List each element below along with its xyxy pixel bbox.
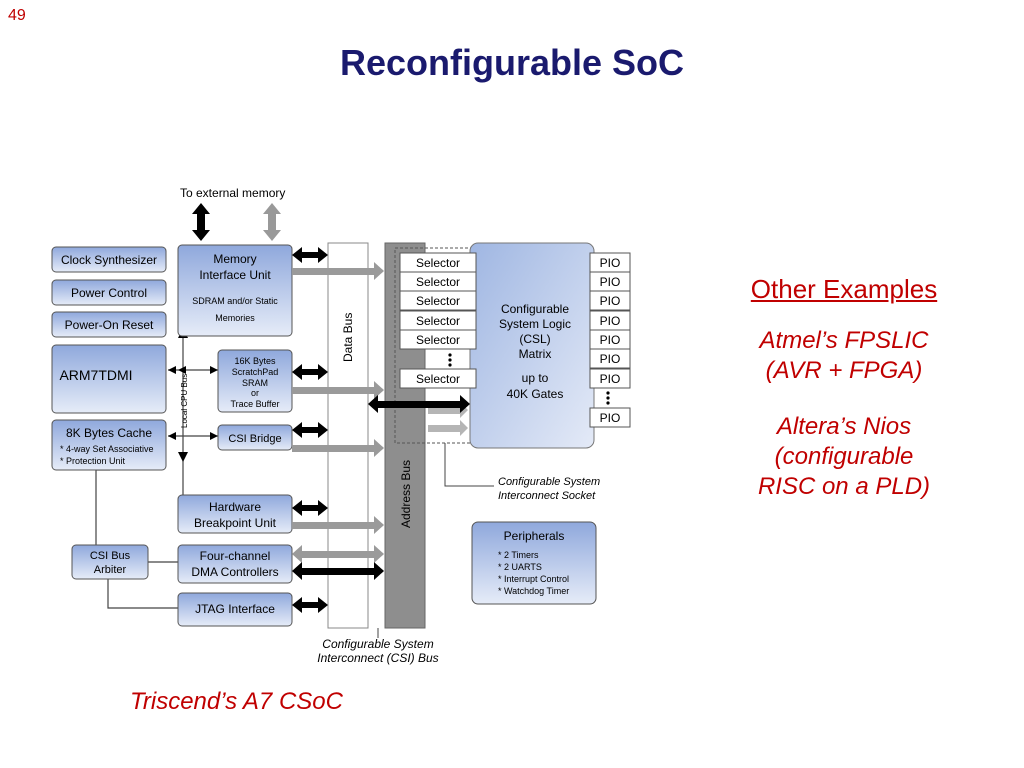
csl-black-double-arrow bbox=[368, 395, 470, 413]
svg-text:Configurable System: Configurable System bbox=[498, 476, 600, 488]
svg-text:8K Bytes Cache: 8K Bytes Cache bbox=[66, 426, 152, 440]
pio-box bbox=[589, 290, 631, 311]
slide-title: Reconfigurable SoC bbox=[339, 42, 685, 83]
diagram-caption: Triscend’s A7 CSoC bbox=[130, 688, 343, 715]
svg-text:Matrix: Matrix bbox=[519, 347, 552, 361]
power-control-block bbox=[51, 279, 167, 306]
data-arrows-black bbox=[292, 247, 328, 613]
vertical-ellipsis-icon bbox=[606, 391, 610, 405]
svg-text:Clock Synthesizer: Clock Synthesizer bbox=[61, 253, 157, 267]
other-examples-heading[interactable]: Other Examples bbox=[750, 274, 938, 304]
cache-block bbox=[51, 419, 167, 471]
dma-black-double-arrow bbox=[292, 562, 384, 580]
example-nios: Altera’s Nios (configurable RISC on a PL… bbox=[757, 413, 931, 500]
svg-text:* Interrupt Control: * Interrupt Control bbox=[498, 574, 569, 584]
svg-text:Selector: Selector bbox=[416, 256, 460, 270]
svg-text:PIO: PIO bbox=[600, 314, 621, 328]
svg-text:Selector: Selector bbox=[416, 333, 460, 347]
local-cpu-bus-label: Local CPU Bus bbox=[180, 374, 189, 428]
svg-text:PIO: PIO bbox=[600, 275, 621, 289]
svg-text:16K Bytes: 16K Bytes bbox=[234, 356, 276, 366]
data-bus-label: Data Bus bbox=[341, 313, 355, 362]
selector-box bbox=[399, 290, 477, 311]
svg-text:* Protection Unit: * Protection Unit bbox=[60, 456, 126, 466]
external-memory-arrows bbox=[192, 203, 281, 241]
svg-text:Peripherals: Peripherals bbox=[504, 529, 565, 543]
svg-text:PIO: PIO bbox=[600, 333, 621, 347]
svg-text:PIO: PIO bbox=[600, 256, 621, 270]
svg-text:Selector: Selector bbox=[416, 314, 460, 328]
svg-text:PIO: PIO bbox=[600, 294, 621, 308]
pio-column: PIO PIO PIO PIO PIO PIO PIO PIO bbox=[589, 252, 631, 428]
svg-text:CSI Bridge: CSI Bridge bbox=[228, 433, 281, 445]
svg-text:SRAM: SRAM bbox=[242, 378, 268, 388]
svg-text:Interface Unit: Interface Unit bbox=[199, 268, 271, 282]
hardware-breakpoint-block bbox=[177, 494, 293, 534]
local-bus-arrow-down bbox=[178, 452, 188, 462]
svg-text:up to: up to bbox=[522, 371, 549, 385]
jtag-interface-block bbox=[177, 592, 293, 627]
address-arrows-gray bbox=[292, 262, 384, 534]
vertical-ellipsis-icon bbox=[448, 353, 452, 367]
svg-text:Memory: Memory bbox=[213, 252, 256, 266]
svg-text:ScratchPad: ScratchPad bbox=[232, 367, 279, 377]
dma-controllers-block bbox=[177, 544, 293, 584]
svg-text:System Logic: System Logic bbox=[499, 317, 571, 331]
arm7tdmi-block bbox=[51, 344, 167, 414]
data-bus bbox=[327, 242, 369, 629]
svg-text:Four-channel: Four-channel bbox=[200, 549, 271, 563]
selector-box bbox=[399, 329, 477, 350]
svg-text:Interconnect Socket: Interconnect Socket bbox=[498, 490, 596, 502]
svg-text:JTAG Interface: JTAG Interface bbox=[195, 602, 275, 616]
example-fpslic: Atmel’s FPSLIC (AVR + FPGA) bbox=[759, 327, 929, 384]
svg-text:Breakpoint Unit: Breakpoint Unit bbox=[194, 516, 277, 530]
address-bus-label: Address Bus bbox=[399, 460, 413, 528]
csi-bridge-block bbox=[217, 424, 293, 451]
svg-text:PIO: PIO bbox=[600, 411, 621, 425]
svg-text:* 2 Timers: * 2 Timers bbox=[498, 550, 539, 560]
svg-text:Interconnect (CSI) Bus: Interconnect (CSI) Bus bbox=[317, 651, 438, 665]
svg-text:Power-On Reset: Power-On Reset bbox=[65, 318, 154, 332]
svg-text:Configurable System: Configurable System bbox=[322, 637, 433, 651]
pio-box bbox=[589, 407, 631, 428]
selectors: Selector Selector Selector Selector Sele… bbox=[399, 252, 477, 389]
svg-text:CSI Bus: CSI Bus bbox=[90, 550, 131, 562]
svg-text:Hardware: Hardware bbox=[209, 500, 261, 514]
power-on-reset-block bbox=[51, 311, 167, 338]
svg-text:PIO: PIO bbox=[600, 352, 621, 366]
socket-pointer-line bbox=[444, 443, 494, 487]
svg-text:* 4-way Set Associative: * 4-way Set Associative bbox=[60, 444, 154, 454]
svg-text:Selector: Selector bbox=[416, 372, 460, 386]
svg-text:Selector: Selector bbox=[416, 294, 460, 308]
svg-text:or: or bbox=[251, 388, 259, 398]
peripherals-block bbox=[471, 521, 597, 605]
svg-text:ARM7TDMI: ARM7TDMI bbox=[59, 367, 132, 383]
svg-text:Configurable: Configurable bbox=[501, 302, 569, 316]
svg-text:Selector: Selector bbox=[416, 275, 460, 289]
svg-text:DMA Controllers: DMA Controllers bbox=[191, 565, 278, 579]
dma-gray-double-arrow bbox=[292, 545, 384, 563]
to-external-memory-label: To external memory bbox=[180, 186, 285, 200]
svg-text:Memories: Memories bbox=[215, 313, 255, 323]
svg-text:* Watchdog Timer: * Watchdog Timer bbox=[498, 586, 569, 596]
svg-text:SDRAM and/or Static: SDRAM and/or Static bbox=[192, 296, 278, 306]
csi-bus-arbiter-block bbox=[71, 544, 149, 580]
memory-interface-unit-block bbox=[177, 244, 293, 337]
svg-text:40K Gates: 40K Gates bbox=[507, 387, 564, 401]
page-number: 49 bbox=[8, 7, 26, 24]
selector-box bbox=[399, 368, 477, 389]
svg-text:(CSL): (CSL) bbox=[519, 332, 550, 346]
svg-text:PIO: PIO bbox=[600, 372, 621, 386]
svg-text:* 2 UARTS: * 2 UARTS bbox=[498, 562, 542, 572]
scratchpad-block bbox=[217, 349, 293, 413]
pio-box bbox=[589, 368, 631, 389]
svg-text:Trace Buffer: Trace Buffer bbox=[230, 399, 279, 409]
svg-text:Power Control: Power Control bbox=[71, 286, 147, 300]
svg-text:Arbiter: Arbiter bbox=[94, 564, 127, 576]
pio-box bbox=[589, 348, 631, 369]
clock-synthesizer-block bbox=[51, 246, 167, 273]
